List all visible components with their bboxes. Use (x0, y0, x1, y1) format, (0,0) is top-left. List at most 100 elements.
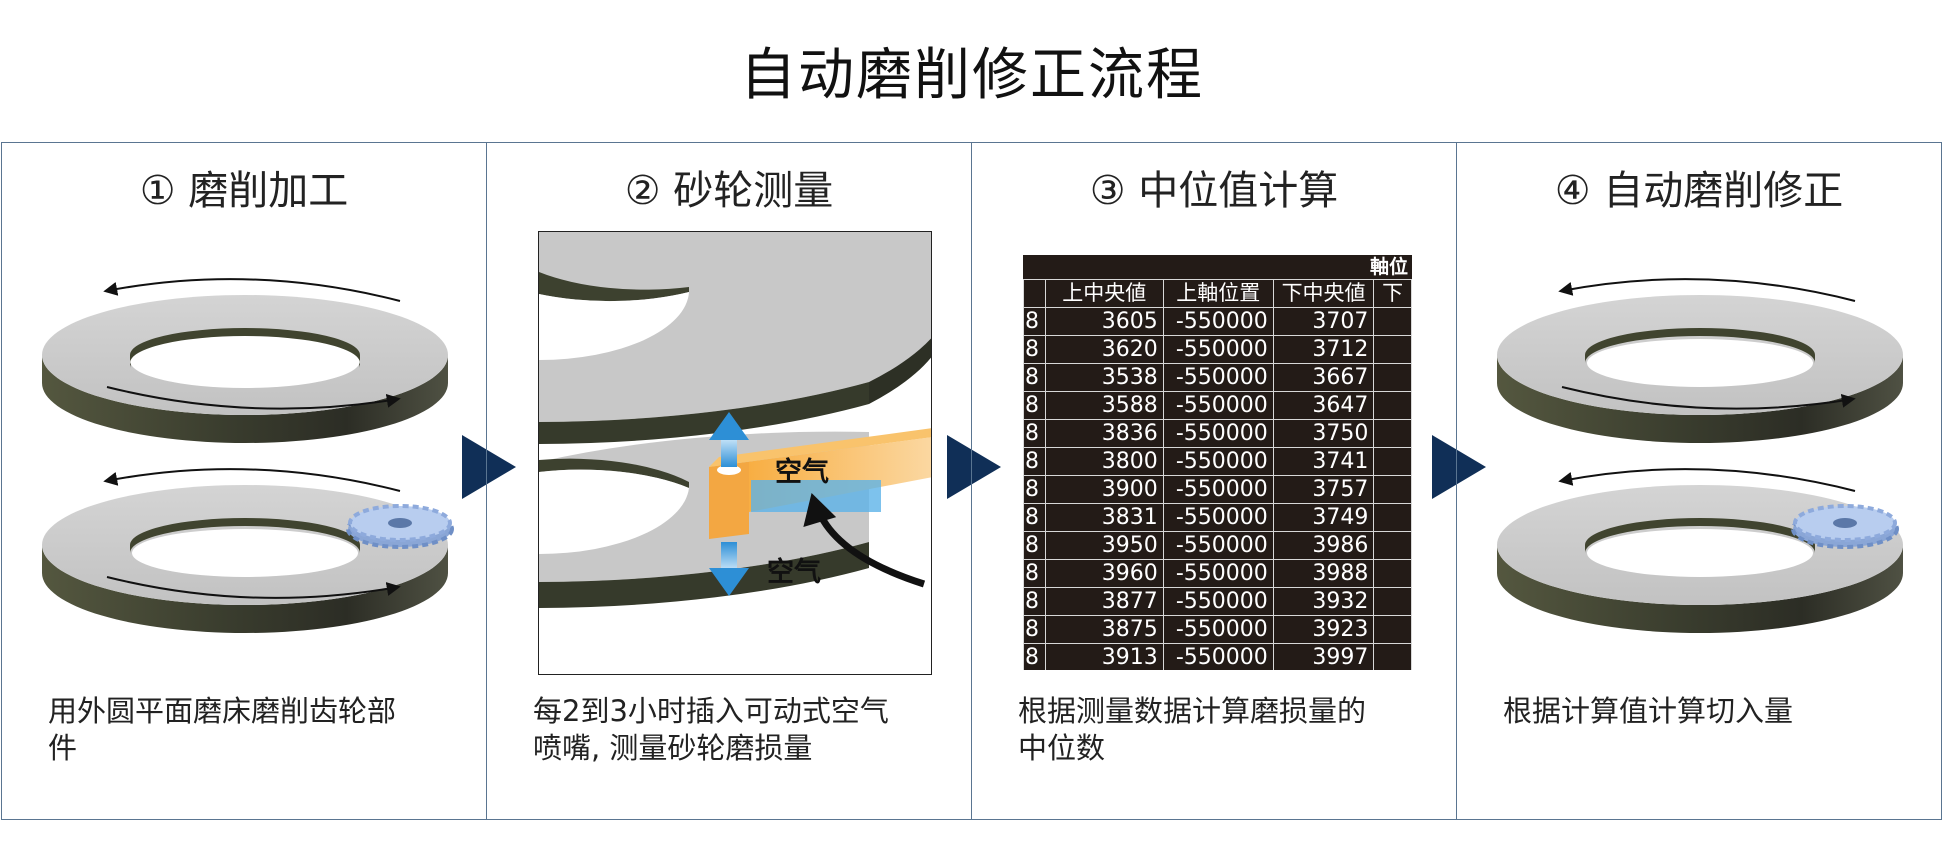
table-header-cell: 上軸位置 (1162, 279, 1274, 308)
page-title: 自动磨削修正流程 (740, 43, 1204, 108)
upper-rotation-arrow-lower-icon (1561, 386, 1856, 410)
table-cell: 3877 (1044, 587, 1164, 616)
table-cell: -550000 (1162, 363, 1274, 392)
lower-rotation-arrow-lower-icon (106, 576, 401, 599)
desc-line: 用外圆平面磨床磨削齿轮部 (48, 694, 397, 728)
table-cell: 3875 (1044, 615, 1164, 644)
table-cell: 8 (1023, 559, 1046, 588)
table-cell: 3988 (1272, 559, 1375, 588)
step-grinding: ① 磨削加工 (2, 143, 516, 819)
table-cell: 3836 (1044, 419, 1164, 448)
step-title: ③ 中位值计算 (1089, 168, 1339, 214)
lower-grinding-table (42, 485, 448, 633)
table-cell: 8 (1023, 615, 1046, 644)
table-cell (1373, 559, 1412, 588)
table-cell: -550000 (1162, 587, 1274, 616)
table-cell: -550000 (1162, 419, 1274, 448)
step-title: ④ 自动磨削修正 (1554, 168, 1844, 214)
upper-rotation-arrow-lower-icon (106, 386, 401, 410)
desc-line: 件 (48, 731, 78, 765)
table-cell (1373, 391, 1412, 420)
table-cell: 3757 (1272, 475, 1375, 504)
air-nozzle-icon (709, 428, 931, 539)
upper-grinding-wheel (42, 295, 448, 443)
table-cell: 3712 (1272, 335, 1375, 364)
desc-line: 喷嘴, 测量砂轮磨损量 (533, 731, 813, 765)
table-cell: 3932 (1272, 587, 1375, 616)
process-steps: ① 磨削加工 (1, 142, 1942, 820)
correction-illustration (1497, 278, 1903, 633)
table-header-row: 上中央値上軸位置下中央値下 (1023, 279, 1412, 308)
lower-rotation-arrow-icon (1558, 468, 1856, 492)
table-cell: -550000 (1162, 475, 1274, 504)
air-flow-down-icon (709, 542, 749, 596)
step-description: 每2到3小时插入可动式空气 喷嘴, 测量砂轮磨损量 (533, 693, 951, 767)
table-cell: 3986 (1272, 531, 1375, 560)
table-cell: 3923 (1272, 615, 1375, 644)
table-cell: 3960 (1044, 559, 1164, 588)
table-cell: 3831 (1044, 503, 1164, 532)
table-cell: 8 (1023, 391, 1046, 420)
table-cell: 8 (1023, 335, 1046, 364)
table-cell: 3800 (1044, 447, 1164, 476)
table-header-cell: 下中央値 (1272, 279, 1375, 308)
table-cell: 3588 (1044, 391, 1164, 420)
table-cell: 8 (1023, 475, 1046, 504)
table-cell: 3620 (1044, 335, 1164, 364)
desc-line: 每2到3小时插入可动式空气 (533, 694, 889, 728)
table-cell: 3538 (1044, 363, 1164, 392)
step-title: ② 砂轮测量 (624, 168, 834, 214)
table-cell: -550000 (1162, 335, 1274, 364)
table-cell: 8 (1023, 363, 1046, 392)
table-cell: 3647 (1272, 391, 1375, 420)
table-cell: 8 (1023, 307, 1046, 336)
table-cell (1373, 615, 1412, 644)
table-cell (1373, 587, 1412, 616)
flow-arrow-icon (462, 435, 516, 499)
table-cell: 3950 (1044, 531, 1164, 560)
table-cell (1373, 643, 1412, 670)
table-header-cell: 上中央値 (1044, 279, 1164, 308)
table-cell: 3605 (1044, 307, 1164, 336)
table-cell: 3749 (1272, 503, 1375, 532)
table-cell: 3741 (1272, 447, 1375, 476)
air-label-top: 空气 (775, 457, 829, 488)
table-cell: 3900 (1044, 475, 1164, 504)
table-cell: 8 (1023, 503, 1046, 532)
table-cell: 8 (1023, 587, 1046, 616)
air-flow-up-icon (709, 412, 749, 467)
air-label-bottom: 空气 (767, 557, 821, 588)
table-header-cell (1023, 279, 1046, 308)
upper-grinding-wheel (1497, 295, 1903, 443)
flow-arrow-icon (947, 435, 1001, 499)
table-cell: 3750 (1272, 419, 1375, 448)
table-cell: -550000 (1162, 503, 1274, 532)
step-description: 根据测量数据计算磨损量的 中位数 (1018, 693, 1436, 767)
step-wheel-measurement: ② 砂轮测量 (486, 143, 1001, 819)
table-cell: 3913 (1044, 643, 1164, 670)
table-cell: -550000 (1162, 559, 1274, 588)
desc-line: 根据计算值计算切入量 (1503, 694, 1794, 728)
table-cell: 8 (1023, 419, 1046, 448)
step-description: 根据计算值计算切入量 (1503, 693, 1921, 730)
table-super-header: 軸位 (1369, 256, 1408, 278)
table-cell: -550000 (1162, 615, 1274, 644)
table-cell (1373, 307, 1412, 336)
step-description: 用外圆平面磨床磨削齿轮部 件 (48, 693, 466, 767)
table-cell: 8 (1023, 531, 1046, 560)
lower-rotation-arrow-icon (103, 468, 401, 492)
table-cell: -550000 (1162, 391, 1274, 420)
table-cell: -550000 (1162, 643, 1274, 670)
table-cell: -550000 (1162, 531, 1274, 560)
